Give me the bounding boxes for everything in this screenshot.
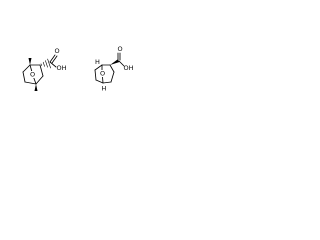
bond-r-c3-c4 [110, 71, 115, 83]
atom-l-hydroxyl: OH [56, 64, 66, 72]
atom-r-carbonyl-oxygen: O [117, 45, 122, 53]
hash-bond-l-c2-cooh [40, 58, 51, 69]
bond-l-c3-bh2 [35, 75, 44, 85]
bond-r-cooh-c-oh [118, 60, 125, 67]
atom-l-bridge-oxygen: O [30, 71, 35, 79]
atom-r-hydroxyl: OH [123, 64, 133, 72]
bond-r-c4-bh2 [102, 81, 112, 84]
atom-r-stereo-h-bottom: H [102, 85, 107, 93]
bond-l-bh2-c4 [24, 81, 37, 85]
chemical-structure-canvas: O O OH O H H O OH [22, 45, 134, 93]
bond-l-cooh-c-o-1 [49, 54, 56, 63]
bond-l-cooh-c-oh [49, 61, 57, 68]
wedge-r-c2-cooh [110, 59, 120, 65]
bond-r-c6-bh1 [94, 64, 103, 71]
atom-r-bridge-oxygen: O [100, 70, 105, 78]
bond-l-c5-bh1 [22, 64, 31, 73]
bond-r-o-bh2 [102, 76, 104, 84]
wedge-l-bh2 [34, 84, 38, 91]
bond-l-cooh-c-o-2 [51, 55, 58, 64]
bond-r-c5-c6 [94, 69, 97, 81]
bond-l-c2-c3 [39, 64, 44, 77]
bond-r-bh2-c5 [95, 79, 104, 84]
molecule-right: O H H O OH [94, 45, 134, 93]
atom-r-stereo-h-top: H [95, 58, 100, 66]
bond-l-bh1-o [29, 64, 33, 73]
atom-l-carbonyl-oxygen: O [54, 47, 59, 55]
wedge-l-bh1 [28, 58, 32, 65]
bond-l-c4-c5 [22, 71, 26, 83]
bond-r-c2-c3 [109, 64, 115, 73]
bond-l-o-bh2 [33, 76, 37, 85]
molecule-left: O O OH [22, 47, 67, 91]
